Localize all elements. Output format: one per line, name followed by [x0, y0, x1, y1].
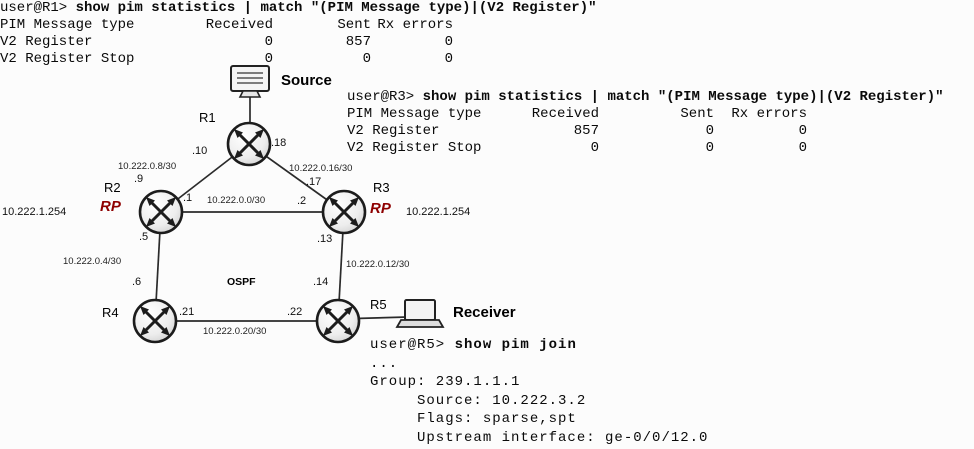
r1-cli-output: user@R1> show pim statistics | match "(P… [0, 0, 597, 68]
column-header: Rx errors [377, 17, 453, 33]
column-header: Sent [680, 106, 714, 122]
ospf-label: OSPF [227, 276, 256, 288]
r3-label: R3 [373, 180, 390, 195]
r1-command: show pim statistics | match "(PIM Messag… [75, 0, 597, 16]
receiver-label: Receiver [453, 304, 516, 321]
r5-router-icon [315, 298, 361, 344]
r4-r5-interface-r5-side: .22 [287, 306, 303, 318]
cell-message-type: V2 Register Stop [347, 140, 482, 156]
r1-label: R1 [199, 110, 216, 125]
r4-router-icon [132, 298, 178, 344]
r3-router-icon [321, 189, 367, 235]
r3-rp-badge: RP [370, 200, 391, 217]
cell-received: 0 [264, 34, 273, 50]
cell-sent: 0 [705, 123, 714, 139]
r5-command: show pim join [454, 337, 577, 353]
r5-output-upstream-interface: Upstream interface: ge-0/0/12.0 [370, 429, 709, 446]
column-header: Received [205, 17, 273, 33]
r1-router-icon [226, 121, 272, 167]
r1-r3-subnet-label: 10.222.0.16/30 [289, 163, 353, 174]
r5-cli-output: user@R5> show pim join ... Group: 239.1.… [370, 336, 708, 447]
cell-rx-errors: 0 [798, 140, 807, 156]
r2-rp-badge: RP [100, 198, 121, 215]
r3-command: show pim statistics | match "(PIM Messag… [422, 89, 944, 105]
r3-r5-subnet-label: 10.222.0.12/30 [346, 259, 410, 270]
r2-r4-interface-r2-side: .5 [139, 231, 149, 243]
cell-rx-errors: 0 [798, 123, 807, 139]
r1-r2-interface-r1-side: .10 [192, 145, 208, 157]
r3-table-row-v2-register-stop: V2 Register Stop 0 0 0 [347, 140, 944, 157]
r5-output-source: Source: 10.222.3.2 [370, 392, 587, 409]
r1-r3-interface-r1-side: .18 [271, 137, 287, 149]
cell-received: 0 [264, 51, 273, 67]
r1-table-row-v2-register: V2 Register 0 857 0 [0, 34, 597, 51]
r1-command-line: user@R1> show pim statistics | match "(P… [0, 0, 597, 17]
r2-router-icon [138, 189, 184, 235]
r3-cli-output: user@R3> show pim statistics | match "(P… [347, 89, 944, 157]
receiver-laptop-icon [395, 299, 445, 328]
r1-table-header-row: PIM Message type Received Sent Rx errors [0, 17, 597, 34]
r1-table-row-v2-register-stop: V2 Register Stop 0 0 0 [0, 51, 597, 68]
r3-prompt: user@R3> [347, 89, 423, 105]
r5-command-line: user@R5> show pim join [370, 336, 708, 355]
r3-r5-interface-r5-side: .14 [313, 276, 329, 288]
r2-r3-subnet-label: 10.222.0.0/30 [207, 195, 266, 206]
cell-sent: 0 [705, 140, 714, 156]
r3-command-line: user@R3> show pim statistics | match "(P… [347, 89, 944, 106]
r4-r5-interface-r4-side: .21 [179, 306, 195, 318]
cell-message-type: V2 Register [347, 123, 440, 139]
column-header: Rx errors [731, 106, 807, 122]
r3-r5-interface-r3-side: .13 [317, 233, 333, 245]
cell-rx-errors: 0 [444, 51, 453, 67]
r2-label: R2 [104, 180, 121, 195]
cell-received: 0 [590, 140, 599, 156]
source-label: Source [281, 72, 332, 89]
r5-output-ellipsis: ... [370, 355, 399, 372]
column-header: Received [531, 106, 599, 122]
r1-r2-subnet-label: 10.222.0.8/30 [118, 161, 177, 172]
cell-sent: 0 [362, 51, 371, 67]
r4-label: R4 [102, 305, 119, 320]
r1-r2-interface-r2-side: .9 [134, 173, 144, 185]
r2-r4-interface-r4-side: .6 [132, 276, 142, 288]
column-header: PIM Message type [347, 106, 482, 122]
cell-message-type: V2 Register Stop [0, 51, 135, 67]
r2-rp-address: 10.222.1.254 [2, 206, 67, 218]
r5-prompt: user@R5> [370, 337, 455, 353]
cell-received: 857 [573, 123, 599, 139]
column-header: Sent [337, 17, 371, 33]
r4-r5-subnet-label: 10.222.0.20/30 [203, 326, 267, 337]
r1-r3-interface-r3-side: .17 [306, 176, 322, 188]
cell-sent: 857 [345, 34, 371, 50]
r3-table-header-row: PIM Message type Received Sent Rx errors [347, 106, 944, 123]
r5-label: R5 [370, 297, 387, 312]
r2-r3-interface-r2-side: .1 [183, 192, 193, 204]
cell-message-type: V2 Register [0, 34, 93, 50]
r2-r3-interface-r3-side: .2 [297, 195, 307, 207]
r5-output-group: Group: 239.1.1.1 [370, 374, 521, 390]
column-header: PIM Message type [0, 17, 135, 33]
r3-table-row-v2-register: V2 Register 857 0 0 [347, 123, 944, 140]
r2-r4-subnet-label: 10.222.0.4/30 [63, 256, 122, 267]
cell-rx-errors: 0 [444, 34, 453, 50]
r3-rp-address: 10.222.1.254 [406, 206, 471, 218]
r5-output-flags: Flags: sparse,spt [370, 411, 577, 427]
source-desktop-computer-icon [230, 65, 270, 98]
r1-prompt: user@R1> [0, 0, 76, 16]
